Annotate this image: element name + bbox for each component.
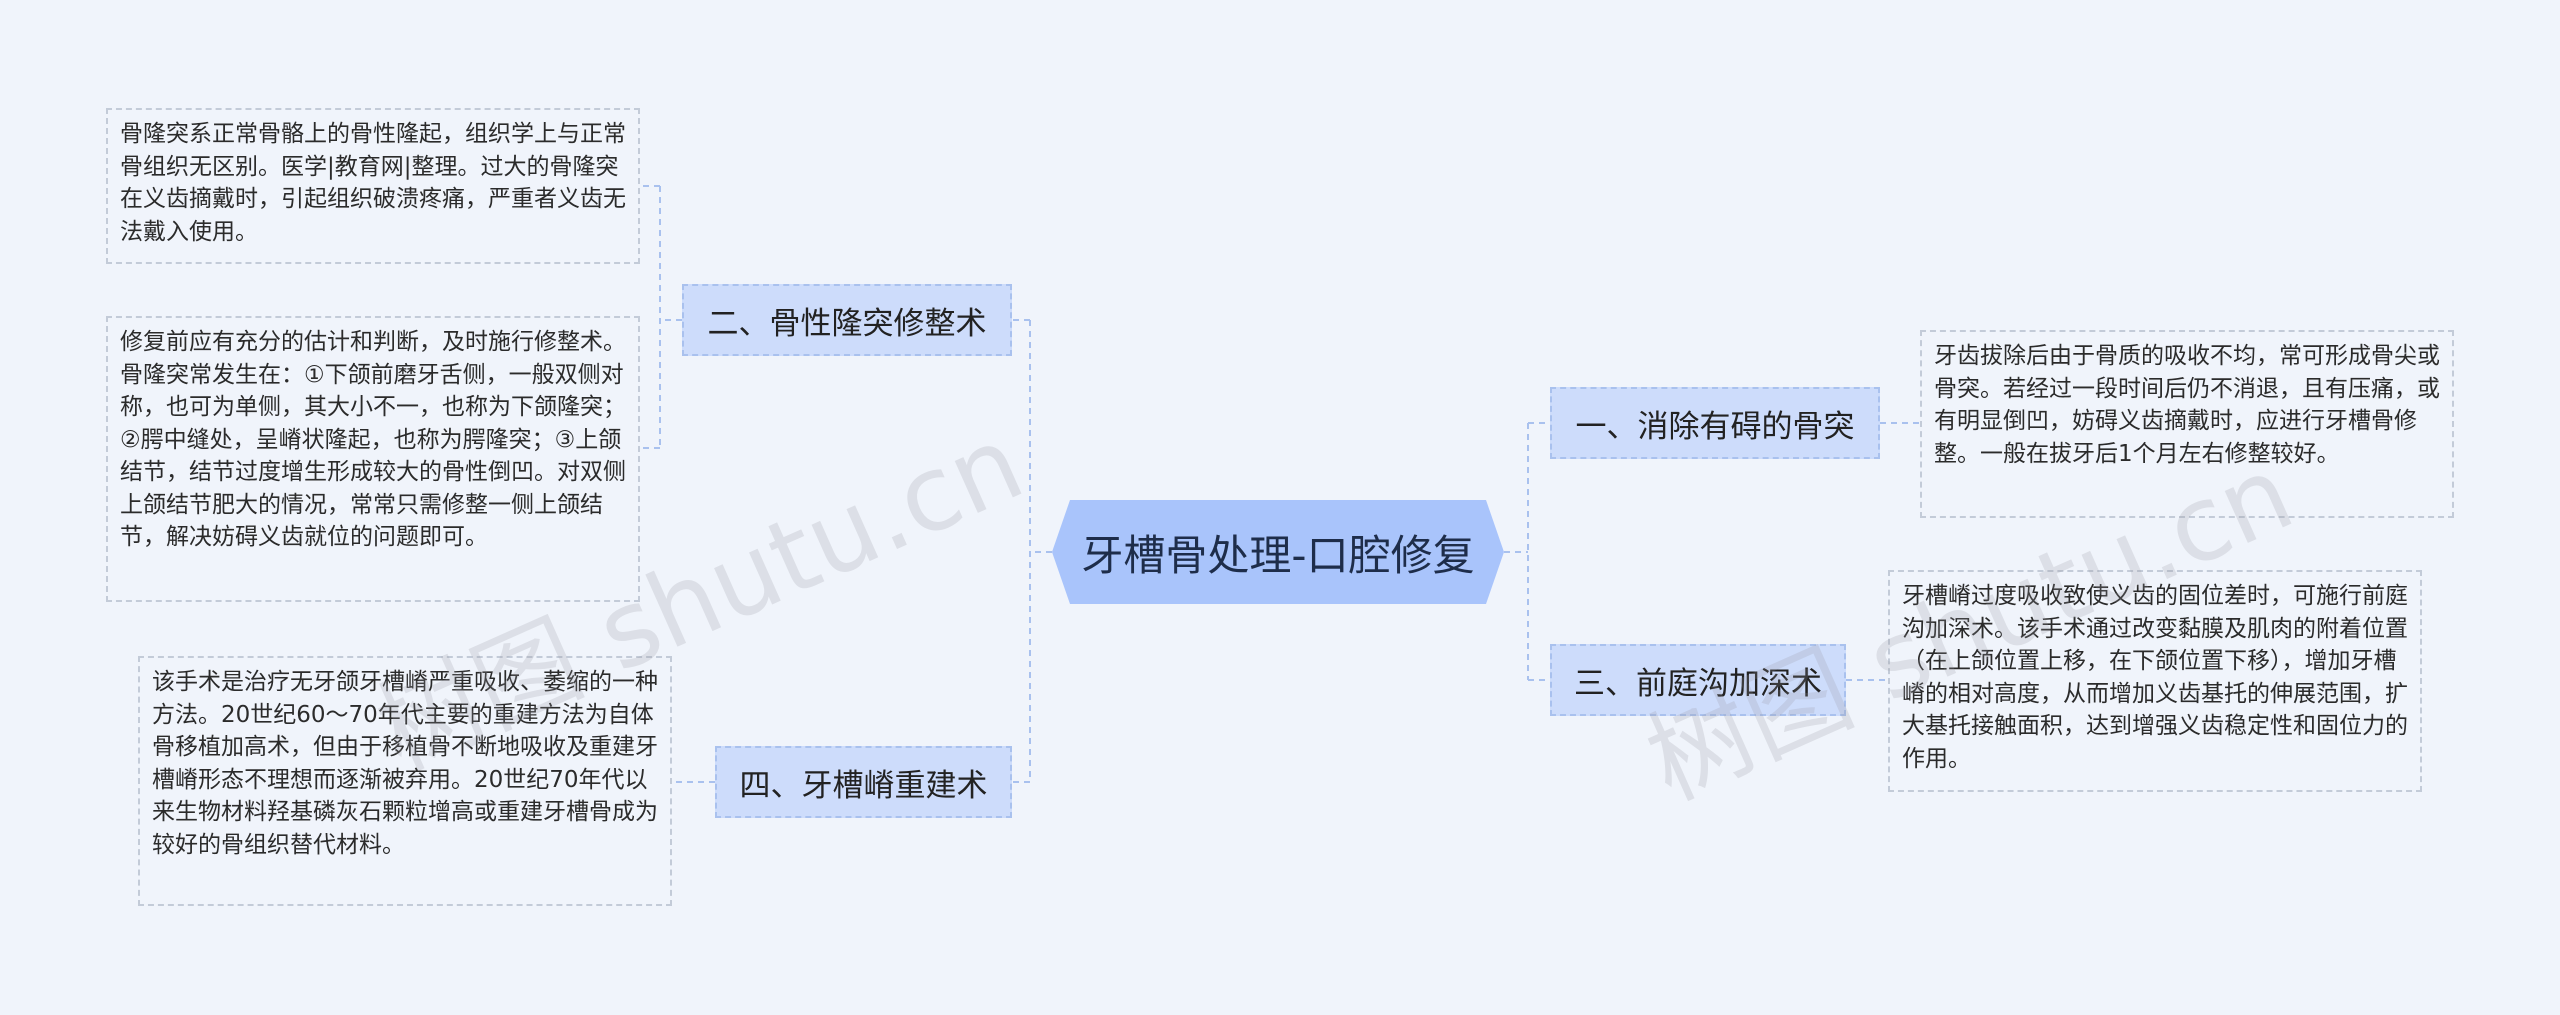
leaf-text: 牙齿拔除后由于骨质的吸收不均，常可形成骨尖或骨突。若经过一段时间后仍不消退，且有… [1934,343,2440,467]
leaf-bone-protuberance-sites[interactable]: 修复前应有充分的估计和判断，及时施行修整术。骨隆突常发生在：①下颌前磨牙舌侧，一… [106,316,640,602]
branch-remove-obstructive-bone[interactable]: 一、消除有碍的骨突 [1550,387,1880,459]
leaf-text: 骨隆突系正常骨骼上的骨性隆起，组织学上与正常骨组织无区别。医学|教育网|整理。过… [120,121,626,245]
branch-vestibuloplasty[interactable]: 三、前庭沟加深术 [1550,644,1846,716]
leaf-remove-obstructive-bone[interactable]: 牙齿拔除后由于骨质的吸收不均，常可形成骨尖或骨突。若经过一段时间后仍不消退，且有… [1920,330,2454,518]
branch-alveolar-ridge-reconstruction[interactable]: 四、牙槽嵴重建术 [715,746,1012,818]
root-topic[interactable]: 牙槽骨处理-口腔修复 [1052,500,1504,604]
branch-bone-protuberance-trimming[interactable]: 二、骨性隆突修整术 [682,284,1012,356]
root-title: 牙槽骨处理-口腔修复 [1081,530,1475,580]
branch-label: 三、前庭沟加深术 [1574,665,1822,702]
leaf-text: 该手术是治疗无牙颌牙槽嵴严重吸收、萎缩的一种方法。20世纪60～70年代主要的重… [152,669,658,858]
root-shape [1052,500,1504,604]
leaf-bone-protuberance-definition[interactable]: 骨隆突系正常骨骼上的骨性隆起，组织学上与正常骨组织无区别。医学|教育网|整理。过… [106,108,640,264]
branch-label: 二、骨性隆突修整术 [707,305,987,342]
branch-label: 一、消除有碍的骨突 [1575,408,1855,445]
leaf-text: 牙槽嵴过度吸收致使义齿的固位差时，可施行前庭沟加深术。该手术通过改变黏膜及肌肉的… [1902,583,2408,772]
leaf-text: 修复前应有充分的估计和判断，及时施行修整术。骨隆突常发生在：①下颌前磨牙舌侧，一… [120,329,626,550]
branch-label: 四、牙槽嵴重建术 [739,767,988,804]
leaf-alveolar-ridge-reconstruction[interactable]: 该手术是治疗无牙颌牙槽嵴严重吸收、萎缩的一种方法。20世纪60～70年代主要的重… [138,656,672,906]
leaf-vestibuloplasty[interactable]: 牙槽嵴过度吸收致使义齿的固位差时，可施行前庭沟加深术。该手术通过改变黏膜及肌肉的… [1888,570,2422,792]
